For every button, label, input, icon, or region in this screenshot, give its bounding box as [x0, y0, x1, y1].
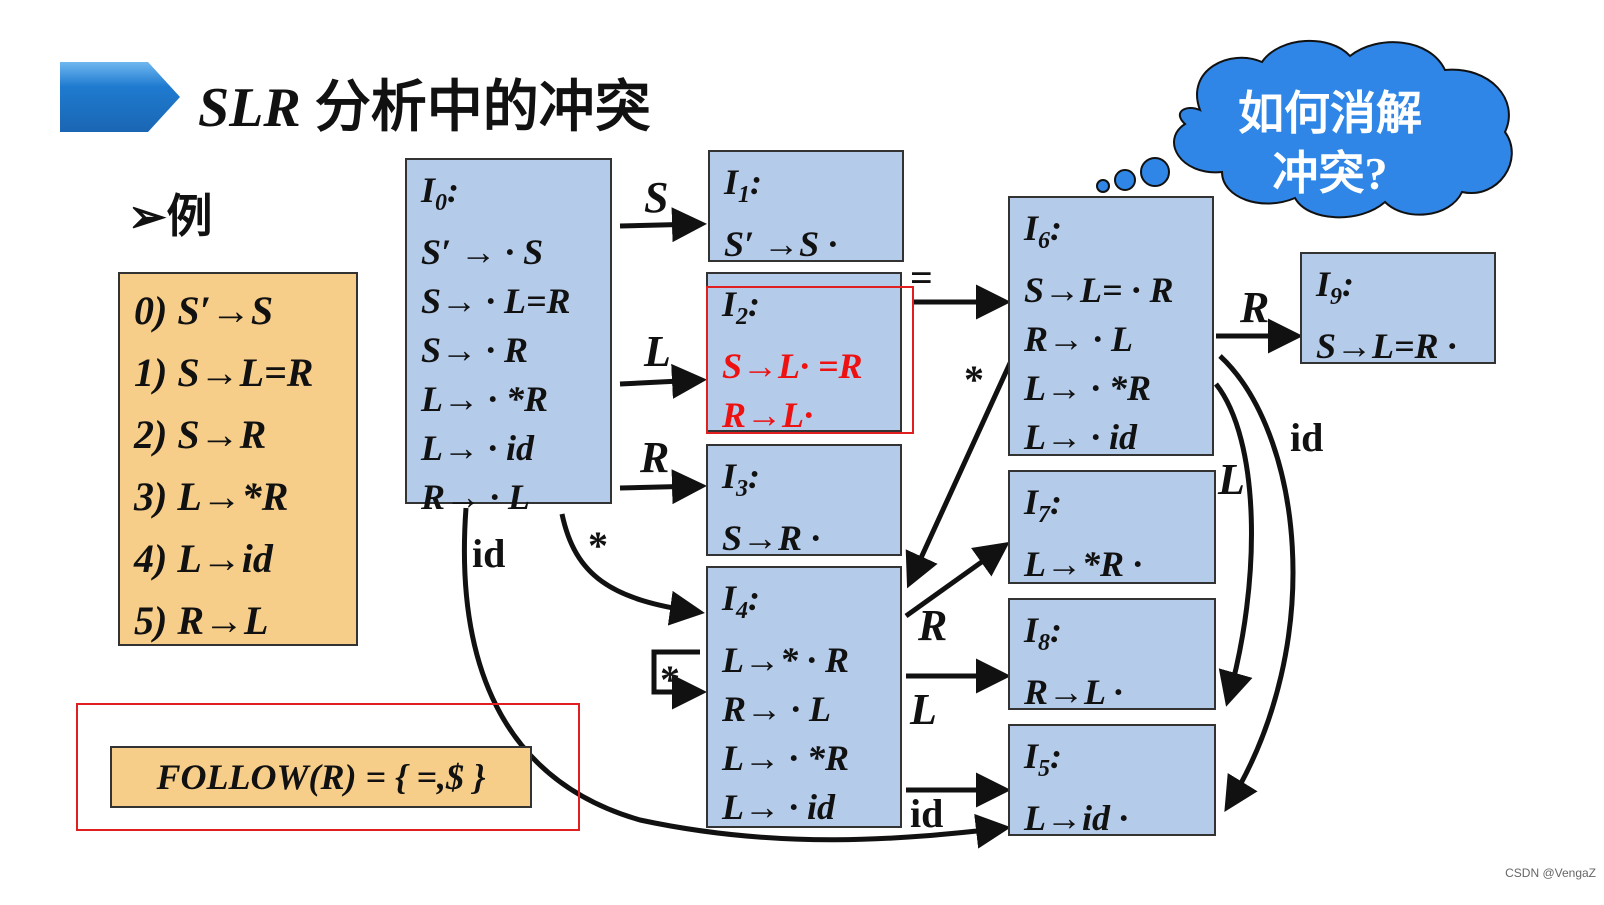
state-i6: I6: S→L= · R R→ · L L→ · *R L→ · id: [1008, 196, 1214, 457]
state-i2: I2: S→L· =R R→L·: [706, 272, 902, 435]
title-slr: SLR: [198, 77, 301, 139]
follow-set: FOLLOW(R) = { =,$ }: [110, 746, 532, 808]
state-item: S→L=R ·: [1316, 326, 1457, 367]
page-title: SLR 分析中的冲突: [198, 62, 651, 143]
state-head: I9:: [1316, 264, 1355, 311]
edge-label-id-right: id: [1290, 415, 1324, 460]
edge-label-l-mid: L: [910, 685, 937, 734]
edge-label-l-right: L: [1218, 455, 1245, 504]
state-head: I4:: [722, 578, 761, 625]
edge-label-star-mid: *: [964, 357, 984, 402]
state-item: S→R ·: [722, 518, 821, 559]
credit: CSDN @VengaZ: [1505, 866, 1596, 880]
state-item: S′ → · S: [421, 232, 544, 273]
state-i3: I3: S→R ·: [706, 444, 902, 558]
state-item: L→ · *R: [722, 738, 850, 779]
state-item: S→ · R: [421, 330, 529, 371]
grammar-rule: 1) S→L=R: [134, 350, 314, 395]
edge-label-star: *: [588, 523, 608, 568]
edge-i6-i5: [1218, 354, 1296, 812]
edge-i0-i5: [461, 507, 1011, 849]
state-head: I1:: [724, 162, 763, 209]
state-item: L→ · id: [722, 787, 835, 828]
state-head: I0:: [421, 170, 460, 217]
follow-highlight: [76, 703, 580, 831]
edge-label-id: id: [472, 531, 506, 576]
follow-set-text: FOLLOW(R) = { =,$ }: [156, 757, 486, 797]
state-head: I2:: [722, 284, 761, 331]
grammar-rule: 4) L→id: [134, 536, 273, 581]
edge-label-id-mid: id: [910, 791, 944, 836]
state-item: L→id ·: [1024, 798, 1128, 839]
state-i1: I1: S′ →S ·: [708, 150, 904, 264]
conflict-item: S→L· =R: [722, 346, 863, 387]
conflict-highlight: [706, 286, 914, 434]
edge-i0-i4: [559, 513, 705, 626]
state-item: L→ · id: [1024, 417, 1137, 458]
cloud-line: 冲突?: [1272, 148, 1388, 199]
edge-i0-i2: [619, 363, 707, 399]
title-bar-shape: [60, 62, 180, 132]
conflict-item: R→L·: [722, 395, 814, 436]
edge-i6-i4: [905, 348, 1019, 589]
edge-label-eq: =: [910, 255, 933, 300]
state-item: R→ · L: [421, 477, 531, 518]
state-item: R→ · L: [1024, 319, 1134, 360]
edge-i6-i8: [1214, 382, 1254, 707]
edge-i4-i7: [904, 541, 1010, 619]
state-item: L→ · *R: [1024, 368, 1152, 409]
edge-label-r-right: R: [1240, 283, 1270, 332]
state-item: L→* · R: [722, 640, 850, 681]
state-i9: I9: S→L=R ·: [1300, 252, 1496, 366]
thought-cloud-shape: [1096, 39, 1513, 219]
state-i8: I8: R→L ·: [1008, 598, 1216, 712]
edge-i4-loop: [651, 649, 707, 710]
state-item: S→ · L=R: [421, 281, 571, 322]
cloud-text: 如何消解 冲突?: [1220, 84, 1440, 204]
cloud-line: 如何消解: [1238, 88, 1422, 139]
state-item: R→ · L: [722, 689, 832, 730]
state-head: I5:: [1024, 736, 1063, 783]
grammar-rule: 3) L→*R: [134, 474, 289, 519]
edge-i0-i3: [619, 469, 707, 505]
state-i0: I0: S′ → · S S→ · L=R S→ · R L→ · *R L→ …: [405, 158, 612, 517]
state-item: L→ · *R: [421, 379, 549, 420]
edge-label-l: L: [644, 327, 671, 376]
edge-label-r: R: [640, 433, 670, 482]
state-i4: I4: L→* · R R→ · L L→ · *R L→ · id: [706, 566, 902, 828]
state-item: R→L ·: [1024, 672, 1123, 713]
grammar-rule: 5) R→L: [134, 598, 269, 643]
edge-label-s: S: [644, 173, 669, 222]
state-item: L→ · id: [421, 428, 534, 469]
edge-label-r-mid: R: [918, 601, 948, 650]
grammar-box: 0) S′→S 1) S→L=R 2) S→R 3) L→*R 4) L→id …: [118, 272, 358, 646]
state-item: S′ →S ·: [724, 224, 838, 265]
state-head: I3:: [722, 456, 761, 503]
edge-label-star-loop: *: [660, 657, 680, 702]
state-i7: I7: L→*R ·: [1008, 470, 1216, 584]
edge-i0-i1: [619, 207, 707, 243]
grammar-rule: 0) S′→S: [134, 288, 274, 333]
state-head: I7:: [1024, 482, 1063, 529]
state-head: I8:: [1024, 610, 1063, 657]
state-item: L→*R ·: [1024, 544, 1143, 585]
grammar-rule: 2) S→R: [134, 412, 267, 457]
state-i5: I5: L→id ·: [1008, 724, 1216, 838]
state-head: I6:: [1024, 208, 1063, 255]
title-rest: 分析中的冲突: [300, 77, 651, 139]
example-label: ➢例: [128, 191, 213, 242]
state-item: S→L= · R: [1024, 270, 1174, 311]
